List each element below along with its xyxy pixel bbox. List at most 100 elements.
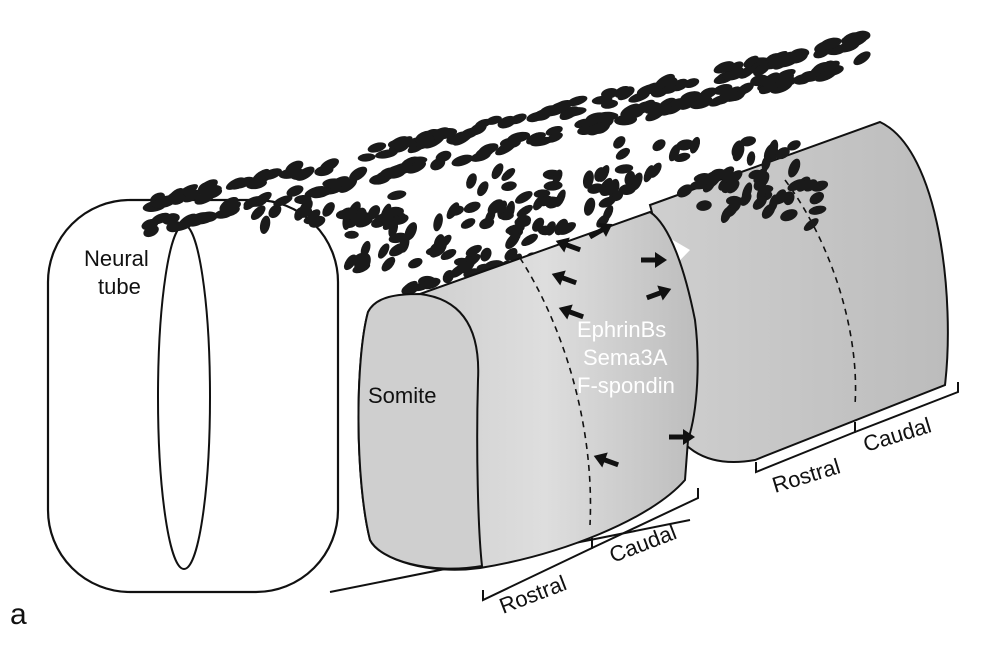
neural-crest-cell [451, 154, 474, 167]
front-somite-brackets [482, 488, 699, 602]
neural-crest-cell [387, 139, 406, 149]
back-caudal-label: Caudal [860, 412, 934, 456]
neural-crest-cell [150, 212, 170, 225]
neural-crest-cell [582, 170, 594, 189]
neural-crest-cell [463, 201, 481, 213]
neural-crest-cell [598, 165, 610, 182]
repulsion-arrow [555, 237, 582, 253]
neural-crest-cell [322, 202, 335, 217]
neural-crest-cell [719, 166, 735, 180]
neural-crest-cell [726, 170, 743, 185]
neural-crest-cell [344, 230, 359, 239]
neural-crest-cell [304, 186, 327, 198]
neural-crest-cell [477, 181, 489, 197]
neural-crest-cell [729, 198, 741, 213]
neural-crest-cell [594, 112, 619, 123]
neural-crest-cell [329, 176, 350, 189]
neural-crest-cell [620, 103, 640, 117]
neural-crest-cell [703, 171, 718, 183]
neural-crest-cell [250, 205, 266, 221]
neural-crest-cell [823, 60, 840, 72]
back-caudal-bracket [854, 382, 959, 433]
neural-crest-cell [776, 68, 796, 80]
neural-crest-cell [298, 207, 313, 218]
neural-crest-cell [598, 196, 616, 208]
neural-crest-cell [696, 200, 712, 211]
neural-crest-cell [563, 107, 587, 117]
neural-crest-cell [618, 184, 636, 195]
neural-crest-cell [367, 142, 387, 153]
neural-crest-cell [252, 168, 270, 183]
neural-crest-cell [505, 232, 520, 249]
neural-crest-cell [347, 201, 361, 220]
neural-crest-cell [354, 254, 366, 271]
neural-crest-cell [466, 173, 477, 189]
neural-crest-cell [708, 95, 727, 107]
back-rostral-label: Rostral [769, 453, 843, 497]
neural-crest-cell [613, 136, 626, 149]
neural-tube-lumen [157, 224, 211, 570]
back-somite-brackets [755, 382, 959, 474]
neural-crest-cell [772, 54, 791, 70]
panel-label: a [10, 598, 27, 631]
neural-crest-cell [453, 131, 470, 143]
neural-crest-cell [552, 169, 563, 184]
molecule-label-f-spondin: F-spondin [577, 373, 675, 398]
neural-crest-cell [382, 164, 405, 177]
back-somite-rostral-caudal-boundary [784, 179, 857, 406]
neural-crest-cell [788, 158, 801, 178]
neural-crest-cell [533, 189, 551, 199]
neural-crest-cell [335, 209, 351, 220]
neural-crest-cell [617, 89, 633, 101]
neural-crest-cell [532, 217, 545, 232]
front-somite-end-face [357, 292, 484, 570]
neural-crest-cell [367, 205, 381, 220]
neural-crest-cell [746, 151, 756, 166]
neural-crest-cell [713, 61, 735, 74]
neural-crest-cell [676, 139, 694, 151]
neural-crest-cell [259, 215, 271, 234]
back-rostral-bracket [755, 422, 856, 474]
neural-crest-cell [303, 214, 322, 225]
neural-crest-cell [615, 147, 630, 160]
neural-crest-cell [661, 84, 678, 94]
neural-crest-cell [338, 177, 358, 193]
neural-crest-cell [515, 191, 533, 204]
neural-crest-cell [761, 155, 771, 171]
molecule-label-ephrinbs: EphrinBs [577, 317, 666, 342]
neural-tube-label-line2: tube [98, 274, 141, 299]
neural-crest-cell [404, 222, 418, 241]
neural-crest-cell [652, 139, 666, 152]
neural-crest-cell [143, 225, 159, 238]
neural-crest-cell [808, 205, 827, 215]
neural-tube-label-line1: Neural [84, 246, 149, 271]
neural-crest-cell [243, 197, 258, 211]
neural-crest-cell [499, 211, 514, 221]
neural-crest-cell [776, 192, 789, 204]
neural-crest-cell [803, 218, 819, 232]
neural-crest-cells [141, 30, 871, 312]
front-somite [357, 210, 699, 571]
front-caudal-bracket [591, 488, 699, 549]
neural-crest-cell [853, 51, 871, 66]
neural-crest-cell [689, 136, 701, 154]
neural-crest-cell [668, 144, 681, 162]
neural-crest-cell [741, 182, 753, 202]
front-rostral-bracket [482, 538, 593, 602]
neural-crest-cell [815, 69, 837, 82]
neural-crest-cell [449, 205, 464, 216]
neural-crest-cell [387, 190, 407, 200]
neural-crest-cell [752, 196, 767, 210]
neural-crest-cell [676, 184, 693, 198]
neural-crest-cell [377, 243, 390, 259]
neural-crest-cell [442, 270, 455, 284]
neural-crest-cell [295, 166, 315, 181]
neural-crest-cell [768, 194, 779, 213]
repulsion-arrow [558, 304, 585, 320]
neural-crest-cell [533, 196, 545, 211]
neural-crest-cell [740, 136, 756, 147]
neural-crest-cell [624, 171, 636, 186]
neural-crest-cell [480, 247, 492, 262]
neural-crest-cell [246, 178, 267, 190]
